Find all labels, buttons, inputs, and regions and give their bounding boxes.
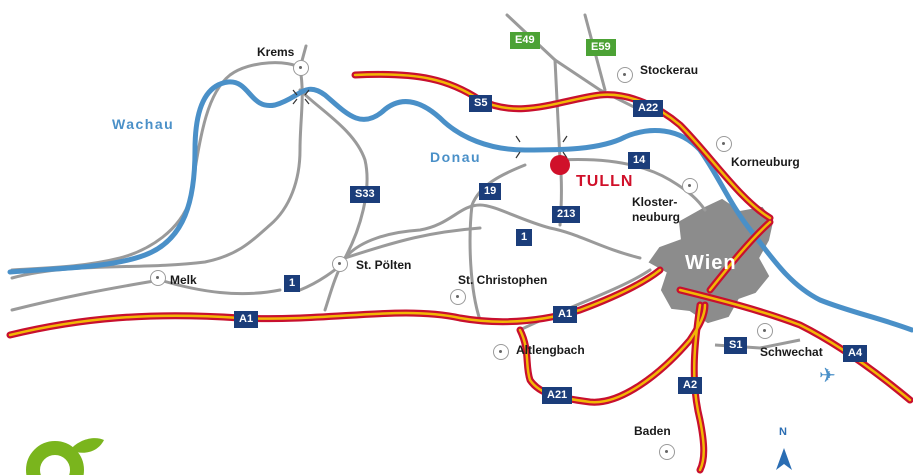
shield-a1-east: A1 (553, 306, 578, 323)
shield-14: 14 (628, 152, 651, 169)
label-korneuburg: Korneuburg (731, 155, 800, 169)
city-marker-altlengbach (493, 344, 509, 360)
label-wachau: Wachau (112, 116, 175, 132)
shield-s33: S33 (350, 186, 380, 203)
bridge-marks (292, 89, 568, 159)
label-melk: Melk (170, 273, 197, 287)
label-klosterneuburg-2: neuburg (632, 210, 680, 224)
city-marker-st-christophen (450, 289, 466, 305)
label-st-christophen: St. Christophen (458, 273, 548, 287)
north-arrow-icon (776, 448, 792, 470)
city-marker-baden (659, 444, 675, 460)
shield-a2: A2 (678, 377, 703, 394)
label-donau: Donau (430, 149, 482, 165)
shield-a4: A4 (843, 345, 868, 362)
shield-a22: A22 (633, 100, 664, 117)
river-danube (7, 79, 913, 333)
label-schwechat: Schwechat (760, 345, 823, 359)
label-st-poelten: St. Pölten (356, 258, 412, 272)
city-marker-korneuburg (716, 136, 732, 152)
north-label: N (779, 426, 787, 438)
shield-213: 213 (552, 206, 581, 223)
city-marker-melk (150, 270, 166, 286)
shield-19: 19 (479, 183, 502, 200)
label-tulln: TULLN (576, 173, 634, 190)
city-marker-st-poelten (332, 256, 348, 272)
shield-a21: A21 (542, 387, 573, 404)
shield-e49: E49 (510, 32, 540, 49)
tulln-marker (550, 155, 570, 175)
label-stockerau: Stockerau (640, 63, 699, 77)
label-klosterneuburg-1: Kloster- (632, 195, 678, 209)
city-marker-stockerau (617, 67, 633, 83)
logo-leaf-icon (26, 438, 104, 475)
shield-e59: E59 (586, 39, 616, 56)
label-krems: Krems (257, 45, 295, 59)
shield-s5: S5 (469, 95, 493, 112)
shield-s1: S1 (724, 337, 748, 354)
label-altlengbach: Altlengbach (516, 343, 585, 357)
shield-a1-west: A1 (234, 311, 259, 328)
shield-1-east: 1 (516, 229, 533, 246)
city-marker-schwechat (757, 323, 773, 339)
label-wien: Wien (685, 252, 737, 274)
city-marker-klosterneuburg (682, 178, 698, 194)
shield-1-west: 1 (284, 275, 301, 292)
city-marker-krems (293, 60, 309, 76)
motorways (6, 70, 913, 474)
label-baden: Baden (634, 424, 671, 438)
airport-plane-icon: ✈ (819, 365, 836, 387)
